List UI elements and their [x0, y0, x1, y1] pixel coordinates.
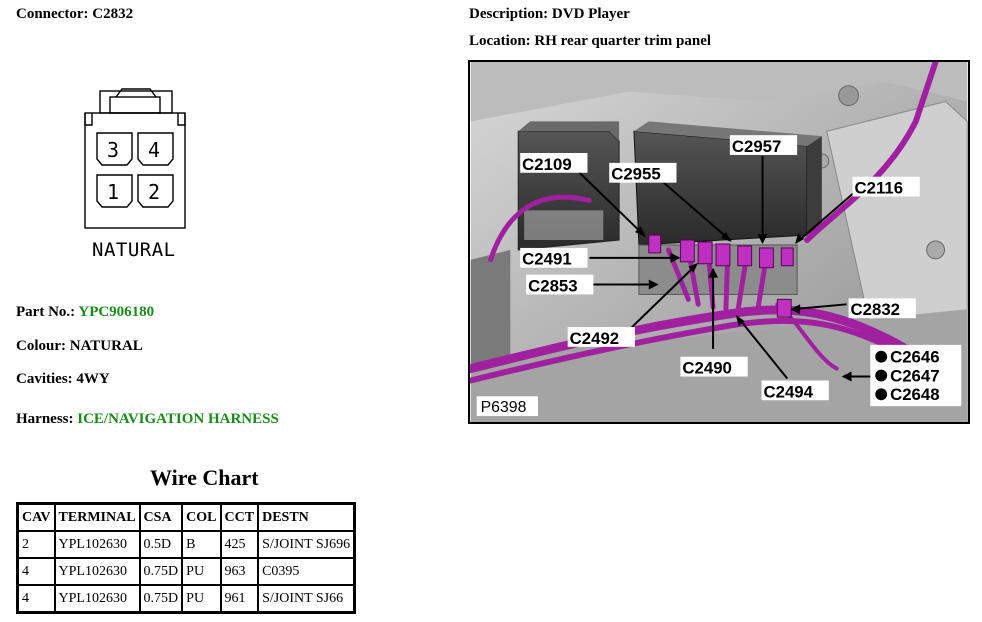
- colour-line: Colour: NATURAL: [16, 338, 143, 355]
- connector-id: C2832: [92, 6, 134, 22]
- connector-label: Connector:: [16, 6, 89, 22]
- colour-label: Colour:: [16, 338, 66, 354]
- cell-cct: 425: [219, 530, 260, 559]
- cell-destn: S/JOINT SJ696: [257, 530, 356, 559]
- cell-col: B: [181, 530, 222, 559]
- cell-terminal: YPL102630: [53, 557, 141, 586]
- cavities-label: Cavities:: [16, 371, 73, 387]
- cell-cct: 961: [219, 584, 260, 614]
- cell-col: PU: [181, 584, 222, 614]
- cell-destn: C0395: [257, 557, 356, 586]
- harness-label: Harness:: [16, 411, 74, 427]
- wire-chart-title: Wire Chart: [150, 465, 259, 490]
- part-no-label: Part No.:: [16, 304, 76, 320]
- cell-csa: 0.75D: [138, 557, 184, 586]
- cell-terminal: YPL102630: [53, 584, 141, 614]
- header-cav: CAV: [16, 502, 56, 532]
- colour-value: NATURAL: [69, 338, 143, 354]
- table-row: 4 YPL102630 0.75D PU 963 C0395: [16, 557, 356, 586]
- callout-c2853: C2853: [528, 276, 578, 295]
- cell-cav: 4: [16, 584, 56, 614]
- location-value: RH rear quarter trim panel: [534, 33, 712, 49]
- description-label: Description:: [469, 6, 549, 22]
- table-header-row: CAV TERMINAL CSA COL CCT DESTN: [16, 502, 356, 532]
- cell-cct: 963: [219, 557, 260, 586]
- connector-heading: Connector: C2832: [16, 6, 133, 23]
- bullet-icon: [875, 350, 888, 363]
- header-cct: CCT: [219, 502, 260, 532]
- location-heading: Location: RH rear quarter trim panel: [469, 33, 711, 50]
- callout-c2491: C2491: [522, 250, 572, 269]
- cell-csa: 0.75D: [138, 584, 184, 614]
- callout-c2109: C2109: [522, 155, 572, 174]
- callout-leaders: [578, 155, 872, 380]
- part-no-line: Part No.: YPC906180: [16, 304, 154, 321]
- cavity-2: [137, 174, 174, 208]
- table-row: 2 YPL102630 0.5D B 425 S/JOINT SJ696: [16, 530, 356, 559]
- header-destn: DESTN: [257, 502, 356, 532]
- location-photo: C2109 C2955 C2957 C2116 C2491 C2853 C283…: [468, 60, 970, 424]
- part-no-link[interactable]: YPC906180: [78, 304, 155, 320]
- connector-colour-caption: NATURAL: [92, 239, 176, 261]
- harness-link[interactable]: ICE/NAVIGATION HARNESS: [77, 411, 279, 427]
- callout-c2647: C2647: [890, 366, 940, 385]
- callout-c2648: C2648: [890, 385, 940, 404]
- header-csa: CSA: [138, 502, 184, 532]
- photo-id-label: P6398: [481, 399, 527, 416]
- callout-c2116: C2116: [854, 179, 903, 198]
- callout-c2494: C2494: [764, 382, 814, 401]
- cell-cav: 2: [16, 530, 56, 559]
- header-col: COL: [181, 502, 222, 532]
- callout-c2955: C2955: [611, 165, 661, 184]
- callout-c2490: C2490: [682, 359, 732, 378]
- callout-c2832: C2832: [851, 300, 901, 319]
- cavities-line: Cavities: 4WY: [16, 371, 110, 388]
- callout-c2492: C2492: [570, 329, 620, 348]
- cell-cav: 4: [16, 557, 56, 586]
- pin-label-4: 4: [148, 138, 160, 162]
- header-terminal: TERMINAL: [53, 502, 141, 532]
- cell-csa: 0.5D: [138, 530, 184, 559]
- cavity-1: [96, 174, 133, 208]
- bullet-icon: [875, 388, 888, 401]
- callout-labels: C2109 C2955 C2957 C2116 C2491 C2853 C283…: [476, 135, 962, 416]
- description-heading: Description: DVD Player: [469, 6, 630, 23]
- callout-c2957: C2957: [732, 137, 781, 156]
- callout-arrowheads: [634, 226, 852, 382]
- pin-label-2: 2: [148, 180, 160, 204]
- wire-chart-table: CAV TERMINAL CSA COL CCT DESTN 2 YPL1026…: [16, 502, 357, 614]
- harness-line: Harness: ICE/NAVIGATION HARNESS: [16, 411, 279, 428]
- cavities-value: 4WY: [76, 371, 110, 387]
- table-row: 4 YPL102630 0.75D PU 961 S/JOINT SJ66: [16, 584, 356, 614]
- cell-terminal: YPL102630: [53, 530, 141, 559]
- cavity-3: [96, 132, 133, 166]
- pin-label-3: 3: [107, 138, 119, 162]
- left-module: [517, 121, 620, 251]
- location-label: Location:: [469, 33, 531, 49]
- connector-face-diagram: 3 4 1 2: [84, 88, 186, 229]
- cell-col: PU: [181, 557, 222, 586]
- description-value: DVD Player: [551, 6, 630, 22]
- cell-destn: S/JOINT SJ66: [257, 584, 356, 614]
- bullet-icon: [875, 369, 888, 382]
- cavity-4: [137, 132, 174, 166]
- connector-blocks: [648, 234, 794, 318]
- callout-c2646: C2646: [890, 348, 940, 367]
- pin-label-1: 1: [107, 180, 119, 204]
